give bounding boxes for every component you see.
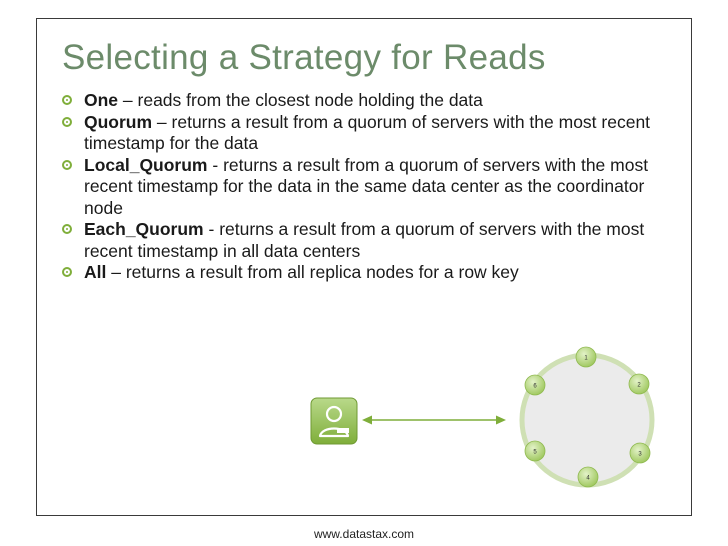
- ring-bullet-icon: [62, 224, 72, 234]
- ring-bullet-icon: [62, 95, 72, 105]
- bullet-text: reads from the closest node holding the …: [137, 90, 483, 110]
- bullet-item-one: One – reads from the closest node holdin…: [62, 90, 682, 112]
- cluster-ring: [519, 352, 655, 488]
- bullet-text: returns a result from all replica nodes …: [125, 262, 519, 282]
- bullet-separator: -: [207, 154, 224, 175]
- bullet-separator: -: [203, 219, 220, 239]
- bullet-separator: –: [152, 111, 172, 132]
- ring-node-5: 5: [524, 440, 546, 462]
- bullet-term: One: [84, 90, 119, 110]
- bullet-term: Local_Quorum: [84, 154, 208, 175]
- slide-title: Selecting a Strategy for Reads: [62, 38, 546, 77]
- ring-bullet-icon: [62, 116, 72, 127]
- bullet-item-each-quorum: Each_Quorum - returns a result from a qu…: [62, 219, 682, 262]
- ring-node-1: 1: [575, 346, 597, 368]
- svg-text:6: 6: [533, 384, 537, 390]
- client-user-icon: [310, 397, 358, 445]
- slide-frame: [36, 18, 692, 516]
- bullet-text: returns a result from a quorum of server…: [84, 111, 651, 154]
- svg-text:1: 1: [584, 356, 588, 362]
- ring-node-2: 2: [628, 373, 650, 395]
- ring-bullet-icon: [62, 267, 72, 277]
- svg-text:4: 4: [586, 476, 590, 482]
- bullet-separator: –: [118, 90, 138, 110]
- bullet-list: One – reads from the closest node holdin…: [62, 90, 682, 284]
- ring-node-4: 4: [577, 466, 599, 488]
- svg-text:2: 2: [637, 383, 641, 389]
- svg-text:5: 5: [533, 450, 537, 456]
- bullet-separator: –: [106, 262, 126, 282]
- ring-node-6: 6: [524, 374, 546, 396]
- svg-text:3: 3: [638, 452, 642, 458]
- footer-url: www.datastax.com: [313, 527, 415, 541]
- bullet-text: returns a result from a quorum of server…: [84, 219, 645, 261]
- bullet-item-all: All – returns a result from all replica …: [62, 262, 682, 284]
- bullet-term: All: [84, 262, 107, 282]
- bullet-item-quorum: Quorum – returns a result from a quorum …: [62, 112, 682, 155]
- bullet-text: returns a result from a quorum of server…: [84, 154, 649, 218]
- bullet-item-local-quorum: Local_Quorum - returns a result from a q…: [62, 155, 682, 220]
- ring-bullet-icon: [62, 159, 72, 170]
- ring-node-3: 3: [629, 442, 651, 464]
- bullet-term: Quorum: [84, 111, 153, 132]
- double-arrow: [362, 415, 506, 425]
- bullet-term: Each_Quorum: [84, 219, 204, 239]
